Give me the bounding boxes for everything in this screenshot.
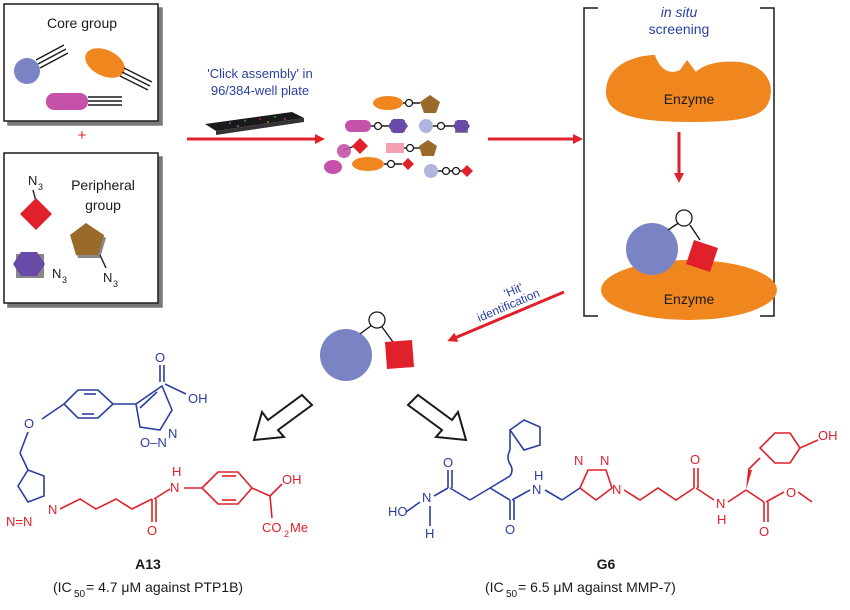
compound-a13-structure: O OH N O–N O N=N N O N H [6,350,308,539]
peripheral-group-box: Peripheral group N 3 N 3 N 3 [3,152,159,304]
screening-bracket: in situ screening Enzyme Enzyme [583,4,777,320]
svg-text:OH: OH [818,428,838,443]
svg-text:50: 50 [74,589,86,600]
plus-sign: + [78,127,87,144]
svg-text:N: N [170,480,179,495]
svg-text:N: N [168,426,177,441]
svg-text:N: N [52,266,61,281]
svg-text:N: N [532,482,541,497]
svg-text:HO: HO [388,504,408,519]
svg-text:= 4.7 μM against PTP1B): = 4.7 μM against PTP1B) [86,579,243,595]
compound-g6-ic50: (IC 50 = 6.5 μM against MMP-7) [485,579,676,600]
assembly-label-line1: 'Click assembly' in [207,66,312,81]
svg-text:O: O [505,522,515,537]
svg-text:N: N [600,453,609,468]
svg-text:OH: OH [282,472,302,487]
screening-label-line2: screening [649,21,710,37]
compound-g6-structure: HO N H O O N H N N N O N H [388,419,838,541]
svg-text:(IC: (IC [53,579,72,595]
assembly-label-line2: 96/384-well plate [211,83,309,98]
click-assembly-step: 'Click assembly' in 96/384-well plate [187,66,325,144]
svg-text:O: O [443,455,453,470]
core-circle-alkyne [14,44,69,84]
hit-arrow [447,290,565,342]
svg-text:O–N: O–N [140,435,167,450]
svg-text:2: 2 [284,529,289,539]
svg-text:OH: OH [188,391,208,406]
peripheral-title-line1: Peripheral [71,177,135,193]
well-plate-icon [205,112,304,135]
peripheral-pentagon-azide: N 3 [70,223,118,289]
core-group-box: Core group [3,3,159,122]
svg-text:= 6.5 μM against MMP-7): = 6.5 μM against MMP-7) [518,579,676,595]
svg-text:H: H [534,468,543,483]
compound-a13-ic50: (IC 50 = 4.7 μM against PTP1B) [53,579,243,600]
svg-text:CO: CO [262,520,282,535]
compound-g6-name: G6 [597,556,616,572]
svg-text:O: O [24,416,34,431]
enzyme-bound: Enzyme [601,209,777,320]
svg-text:N: N [574,453,583,468]
product-library [324,95,473,178]
svg-text:O: O [147,523,157,538]
hollow-arrow-right [406,393,468,442]
svg-text:N: N [716,496,725,511]
svg-text:N: N [28,173,37,188]
screening-label-line1: in situ [661,4,698,20]
svg-text:N: N [422,490,431,505]
hit-identification-step: 'Hit' identification [252,280,565,442]
svg-text:3: 3 [62,275,67,285]
svg-text:3: 3 [113,279,118,289]
core-pill-alkyne [46,93,122,110]
enzyme-free: Enzyme [606,55,771,122]
svg-text:(IC: (IC [485,579,504,595]
peripheral-title-line2: group [85,197,121,213]
svg-text:N: N [103,270,112,285]
svg-text:N=N: N=N [6,514,32,529]
compound-a13-name: A13 [135,556,161,572]
peripheral-hexagon-azide: N 3 [13,252,67,285]
svg-text:O: O [759,524,769,539]
hit-molecule [320,311,414,381]
svg-text:N: N [612,482,621,497]
svg-text:50: 50 [506,589,518,600]
enzyme-label-bottom: Enzyme [664,291,715,307]
svg-text:O: O [155,350,165,365]
svg-text:H: H [172,464,181,479]
core-oval-alkyne [85,48,153,91]
enzyme-label-top: Enzyme [664,91,715,107]
hollow-arrow-left [252,393,314,442]
core-group-title: Core group [47,15,117,31]
svg-text:O: O [786,485,796,500]
hit-label-line1: 'Hit' [502,280,525,300]
svg-text:H: H [425,526,434,541]
svg-text:N: N [48,502,57,517]
svg-text:H: H [717,512,726,527]
svg-text:3: 3 [38,182,43,192]
peripheral-diamond-azide: N 3 [20,173,52,230]
svg-text:Me: Me [290,520,308,535]
svg-text:O: O [690,452,700,467]
